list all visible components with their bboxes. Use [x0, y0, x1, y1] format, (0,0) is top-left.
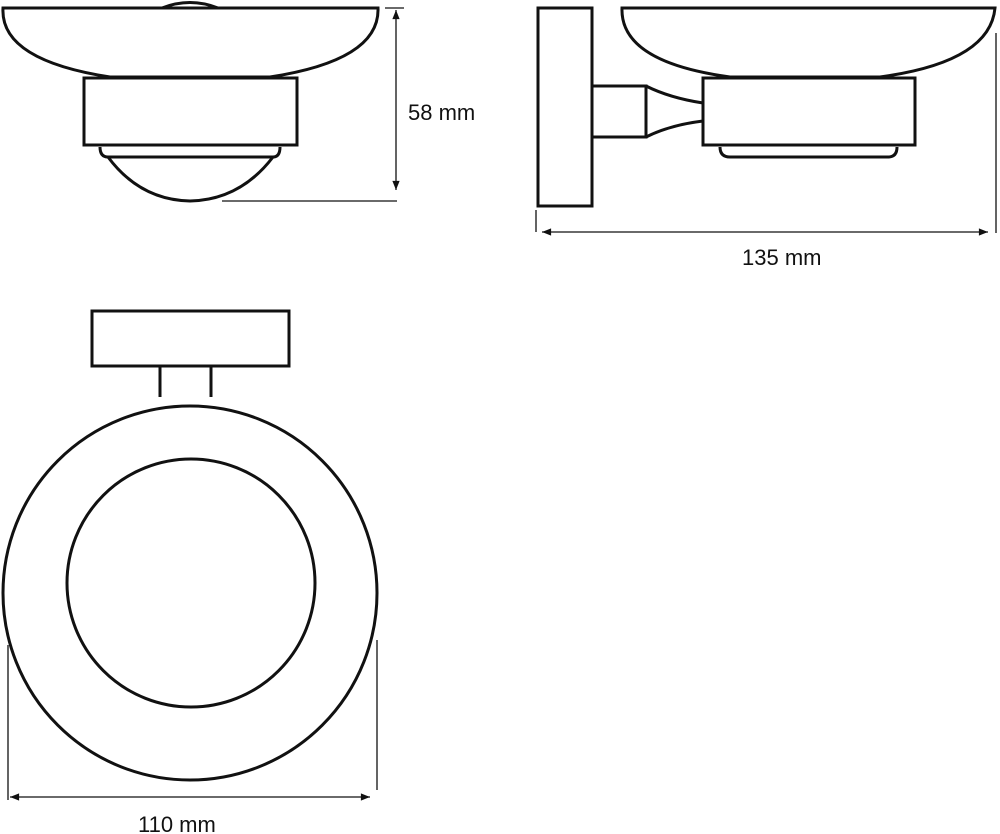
depth-label: 135 mm: [742, 245, 822, 270]
bracket-stem-top: [158, 366, 213, 397]
height-label: 58 mm: [408, 100, 476, 125]
bracket-stem: [590, 84, 648, 139]
bracket-arm: [645, 84, 704, 139]
front-view: [1, 1, 404, 203]
dome: [106, 156, 275, 203]
dome-band: [98, 146, 282, 159]
dish-top-bump: [161, 1, 219, 10]
holder-ring-side: [701, 76, 917, 147]
wall-plate: [536, 6, 594, 208]
inner-dish: [65, 457, 317, 709]
holder-ring: [82, 76, 299, 147]
outer-ring: [1, 404, 379, 782]
dish-side: [620, 6, 997, 79]
dish: [1, 6, 380, 79]
wall-plate-top: [90, 309, 291, 368]
side-view: [535, 6, 997, 236]
tray-bottom: [718, 146, 899, 159]
top-view: [1, 309, 379, 801]
width-label: 110 mm: [138, 812, 216, 834]
